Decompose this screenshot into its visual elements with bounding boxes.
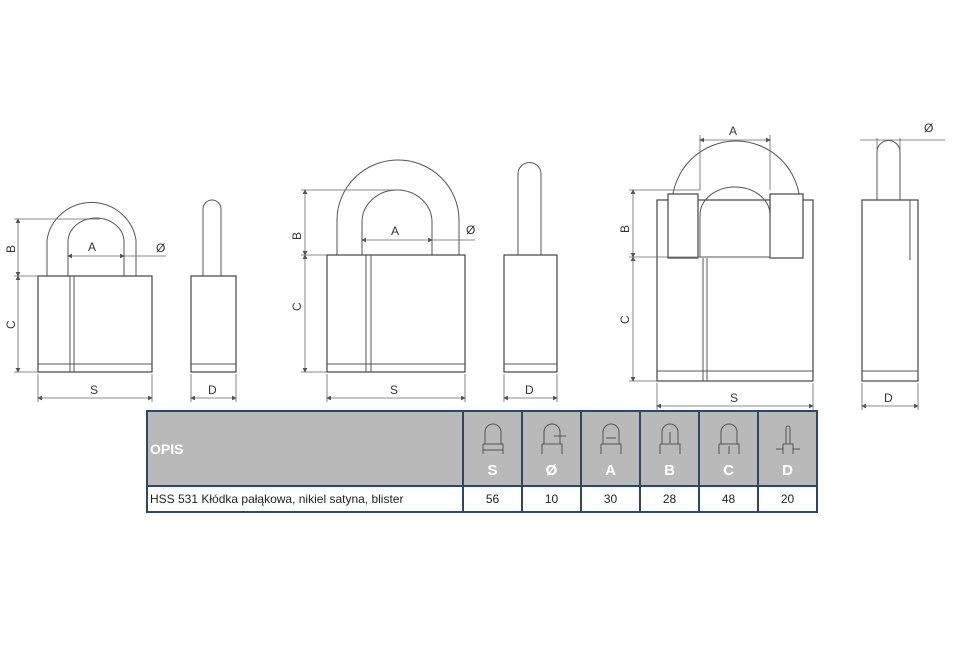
dim-b-label: B xyxy=(618,225,632,233)
table-row: HSS 531 Kłódka pałąkowa, nikiel satyna, … xyxy=(146,485,818,513)
header-label: B xyxy=(664,462,675,479)
header-b: B xyxy=(639,410,700,487)
dim-phi-label: Ø xyxy=(924,121,933,135)
header-label: Ø xyxy=(545,462,558,479)
padlock-3-side: D Ø xyxy=(860,121,945,410)
dimension-s-icon xyxy=(482,423,503,454)
table-header-row: OPIS S Ø A B C D xyxy=(146,410,818,487)
dim-d-label: D xyxy=(208,383,217,397)
dim-b-label: B xyxy=(290,232,304,240)
dimension-c-icon xyxy=(718,423,739,454)
spec-table: OPIS S Ø A B C D HSS 531 Kłódka pałąkowa… xyxy=(146,410,818,513)
cell-a: 30 xyxy=(580,485,641,513)
padlock-1-front: B C S A Ø xyxy=(4,202,166,402)
cell-s: 56 xyxy=(462,485,523,513)
dim-d-label: D xyxy=(525,383,534,397)
dimension-b-icon xyxy=(659,423,680,454)
cell-phi: 10 xyxy=(521,485,582,513)
header-d: D xyxy=(757,410,818,487)
padlock-3-front: B C S A xyxy=(618,124,814,410)
padlock-2-side: D xyxy=(503,162,558,402)
dim-c-label: C xyxy=(4,320,18,329)
header-desc: OPIS xyxy=(146,410,464,487)
dim-s-label: S xyxy=(390,383,398,397)
header-s: S xyxy=(462,410,523,487)
dim-a-label: A xyxy=(729,124,737,138)
dim-c-label: C xyxy=(618,315,632,324)
dimension-d-icon xyxy=(775,425,800,454)
padlock-1-side: D xyxy=(190,199,237,402)
cell-c: 48 xyxy=(698,485,759,513)
dim-s-label: S xyxy=(90,383,98,397)
dimension-phi-icon xyxy=(541,423,566,454)
dim-a-label: A xyxy=(391,224,399,238)
dimension-a-icon xyxy=(600,423,621,454)
dim-b-label: B xyxy=(4,245,18,253)
header-label: S xyxy=(487,462,498,479)
dim-s-label: S xyxy=(730,391,738,405)
cell-d: 20 xyxy=(757,485,818,513)
header-phi: Ø xyxy=(521,410,582,487)
header-label: C xyxy=(723,462,734,479)
header-label: D xyxy=(782,462,793,479)
header-label: A xyxy=(605,462,616,479)
dim-a-label: A xyxy=(88,240,96,254)
dim-c-label: C xyxy=(290,302,304,311)
padlock-2-front: B C S A Ø xyxy=(290,159,475,402)
dim-phi-label: Ø xyxy=(466,223,475,237)
dim-phi-label: Ø xyxy=(156,241,165,255)
cell-b: 28 xyxy=(639,485,700,513)
row-desc: HSS 531 Kłódka pałąkowa, nikiel satyna, … xyxy=(146,485,464,513)
padlock-drawings: B C S A Ø D B C S A Ø D B C S A D Ø xyxy=(4,121,945,410)
header-a: A xyxy=(580,410,641,487)
dim-d-label: D xyxy=(884,391,893,405)
header-c: C xyxy=(698,410,759,487)
